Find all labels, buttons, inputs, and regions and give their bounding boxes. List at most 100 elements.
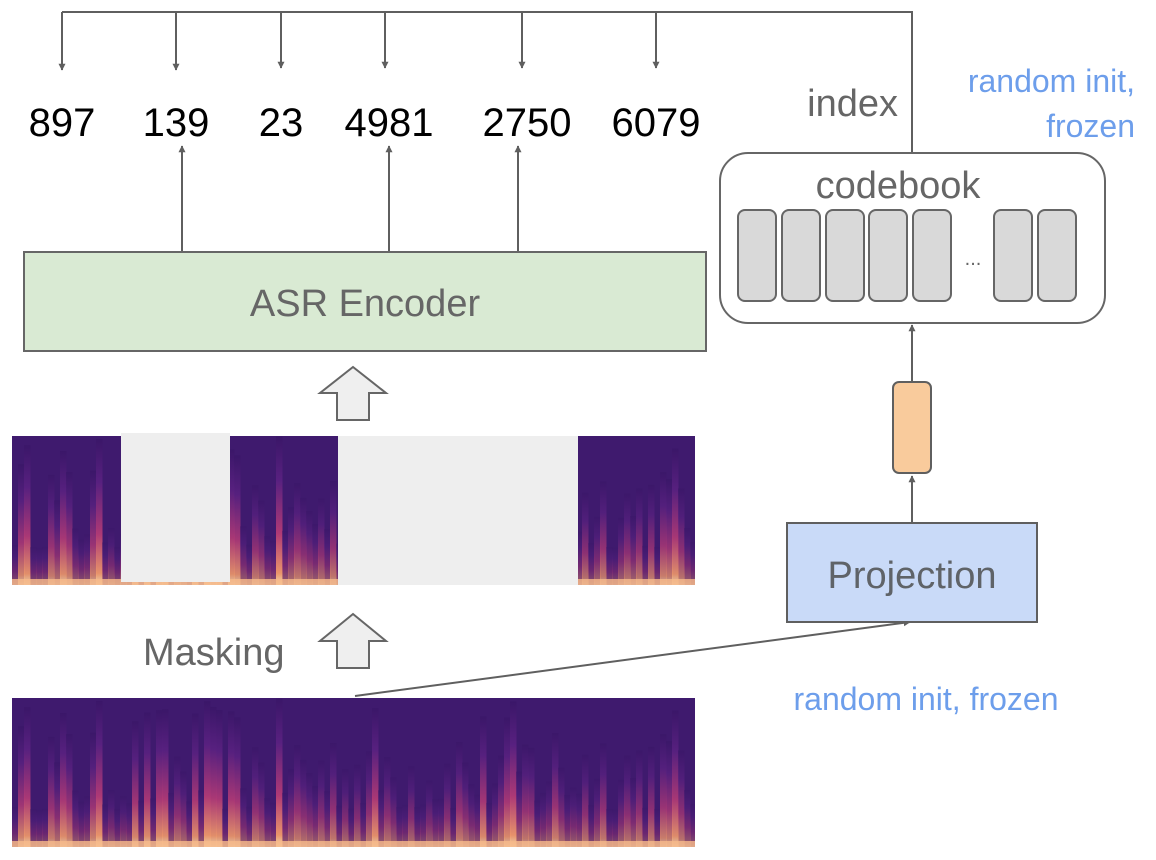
token-row: 897 139 23 4981 2750 6079 xyxy=(29,101,701,145)
spectrogram-column xyxy=(420,804,427,847)
spectrogram-column xyxy=(96,700,103,847)
spectrogram-column xyxy=(648,484,655,585)
spectrogram-column xyxy=(672,710,679,847)
spectrogram-column xyxy=(216,710,223,847)
spectrogram-column xyxy=(78,801,85,847)
spectrogram-column xyxy=(480,716,487,847)
spectrogram-column xyxy=(198,790,205,847)
spectrogram-column xyxy=(684,790,691,847)
codebook-entry xyxy=(1037,209,1077,302)
spectrogram-column xyxy=(138,800,145,847)
codebook-entry xyxy=(825,209,865,302)
spectrogram-column xyxy=(444,763,451,847)
masked-spectrogram xyxy=(12,433,695,585)
spectrogram-column xyxy=(612,547,619,585)
token-down-arrows xyxy=(58,12,660,71)
spectrogram-column xyxy=(246,544,253,585)
original-spectrogram xyxy=(12,698,695,847)
spectrogram-column xyxy=(318,760,325,847)
asr-encoder: ASR Encoder xyxy=(23,251,707,352)
spectrogram-column xyxy=(534,800,541,847)
encoder-input-block-arrow xyxy=(245,367,281,380)
spectrogram-column xyxy=(558,767,565,847)
spectrogram-column xyxy=(450,807,457,847)
spectrogram-column xyxy=(330,742,337,847)
spectrogram-column xyxy=(474,794,481,847)
spectrogram-baseline xyxy=(12,841,695,847)
token-5: 2750 xyxy=(483,101,572,145)
spectrogram-column xyxy=(546,781,553,847)
index-feedback-line xyxy=(62,11,913,155)
spectrogram-column xyxy=(258,500,265,585)
spectrogram-column xyxy=(60,712,67,847)
spectrogram-column xyxy=(522,744,529,847)
spectrogram-column xyxy=(624,493,631,585)
spectrogram-column xyxy=(12,545,19,585)
spectrogram-column xyxy=(276,436,283,585)
spectrogram-column xyxy=(144,712,151,847)
spectrogram-column xyxy=(288,507,295,585)
spectrogram-column xyxy=(360,802,367,847)
projection-note: random init, frozen xyxy=(793,681,1058,717)
spectrogram-column xyxy=(600,743,607,847)
spectrogram-column xyxy=(402,804,409,847)
spectrogram-column xyxy=(102,804,109,847)
spectrogram-column xyxy=(306,773,313,847)
spectrogram-column xyxy=(162,709,169,847)
spectrogram-column xyxy=(228,711,235,847)
spectrogram-column xyxy=(612,809,619,847)
spectrogram-column xyxy=(630,777,637,847)
encoder-output-arrows xyxy=(178,145,522,252)
spectrogram-column xyxy=(690,542,695,585)
spectrogram-column xyxy=(72,790,79,847)
token-1: 897 xyxy=(29,101,96,145)
spectrogram-column xyxy=(306,511,313,585)
spectrogram-column xyxy=(192,713,199,847)
spectrogram-column xyxy=(642,545,649,585)
spectrogram-column xyxy=(372,708,379,847)
masking-block-arrow-icon xyxy=(317,612,389,669)
spectrogram-column xyxy=(36,547,43,585)
codebook-entry xyxy=(912,209,952,302)
spectrogram-column xyxy=(636,750,643,847)
spectrogram-column xyxy=(30,809,37,847)
block-arrow-up-icon xyxy=(317,365,389,421)
codebook-label: codebook xyxy=(816,165,982,207)
spectrogram-column xyxy=(624,755,631,847)
mask-region-2 xyxy=(338,436,578,585)
spectrogram-column xyxy=(312,786,319,847)
spectrogram-column xyxy=(618,779,625,847)
spectrogram-column xyxy=(564,794,571,847)
spectrogram-column xyxy=(516,771,523,847)
spectrogram-column xyxy=(234,717,241,847)
spectrogram-column xyxy=(90,470,97,585)
spectrogram-column xyxy=(222,808,229,847)
asr-encoder-box xyxy=(23,251,707,352)
spectrogram-column xyxy=(30,547,37,585)
spectrogram-column xyxy=(492,783,499,847)
spectrogram-column xyxy=(252,747,259,847)
spectrogram-column xyxy=(42,808,49,847)
spectrogram-column xyxy=(228,449,235,585)
spectrogram-column xyxy=(654,546,661,585)
spectrogram-column xyxy=(606,546,613,585)
codebook-note-line-1: random init, xyxy=(968,63,1135,99)
spectrogram-column xyxy=(42,546,49,585)
spectrogram-column xyxy=(270,540,277,585)
spectrogram-column xyxy=(114,809,121,847)
spectrogram-column xyxy=(486,802,493,847)
spectrogram-column xyxy=(438,798,445,847)
spectrogram-column xyxy=(678,750,685,847)
spectrogram-column xyxy=(570,787,577,847)
spectrogram-column xyxy=(324,529,331,585)
spectrogram-column xyxy=(180,771,187,847)
spectrogram-column xyxy=(12,807,19,847)
spectrogram-column xyxy=(348,808,355,847)
codebook-entry xyxy=(737,209,777,302)
spectrogram-column xyxy=(66,734,73,847)
spectrogram-column xyxy=(126,803,133,847)
spectrogram-column xyxy=(288,769,295,847)
spectrogram-column xyxy=(582,492,589,585)
projection: Projection xyxy=(786,522,1038,623)
